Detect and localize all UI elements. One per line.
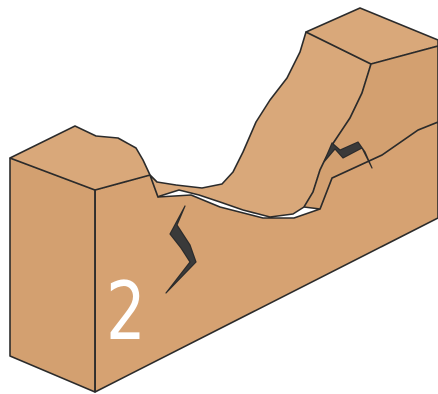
step-number-label: 2 [106,264,145,360]
block-left-face [10,158,95,392]
